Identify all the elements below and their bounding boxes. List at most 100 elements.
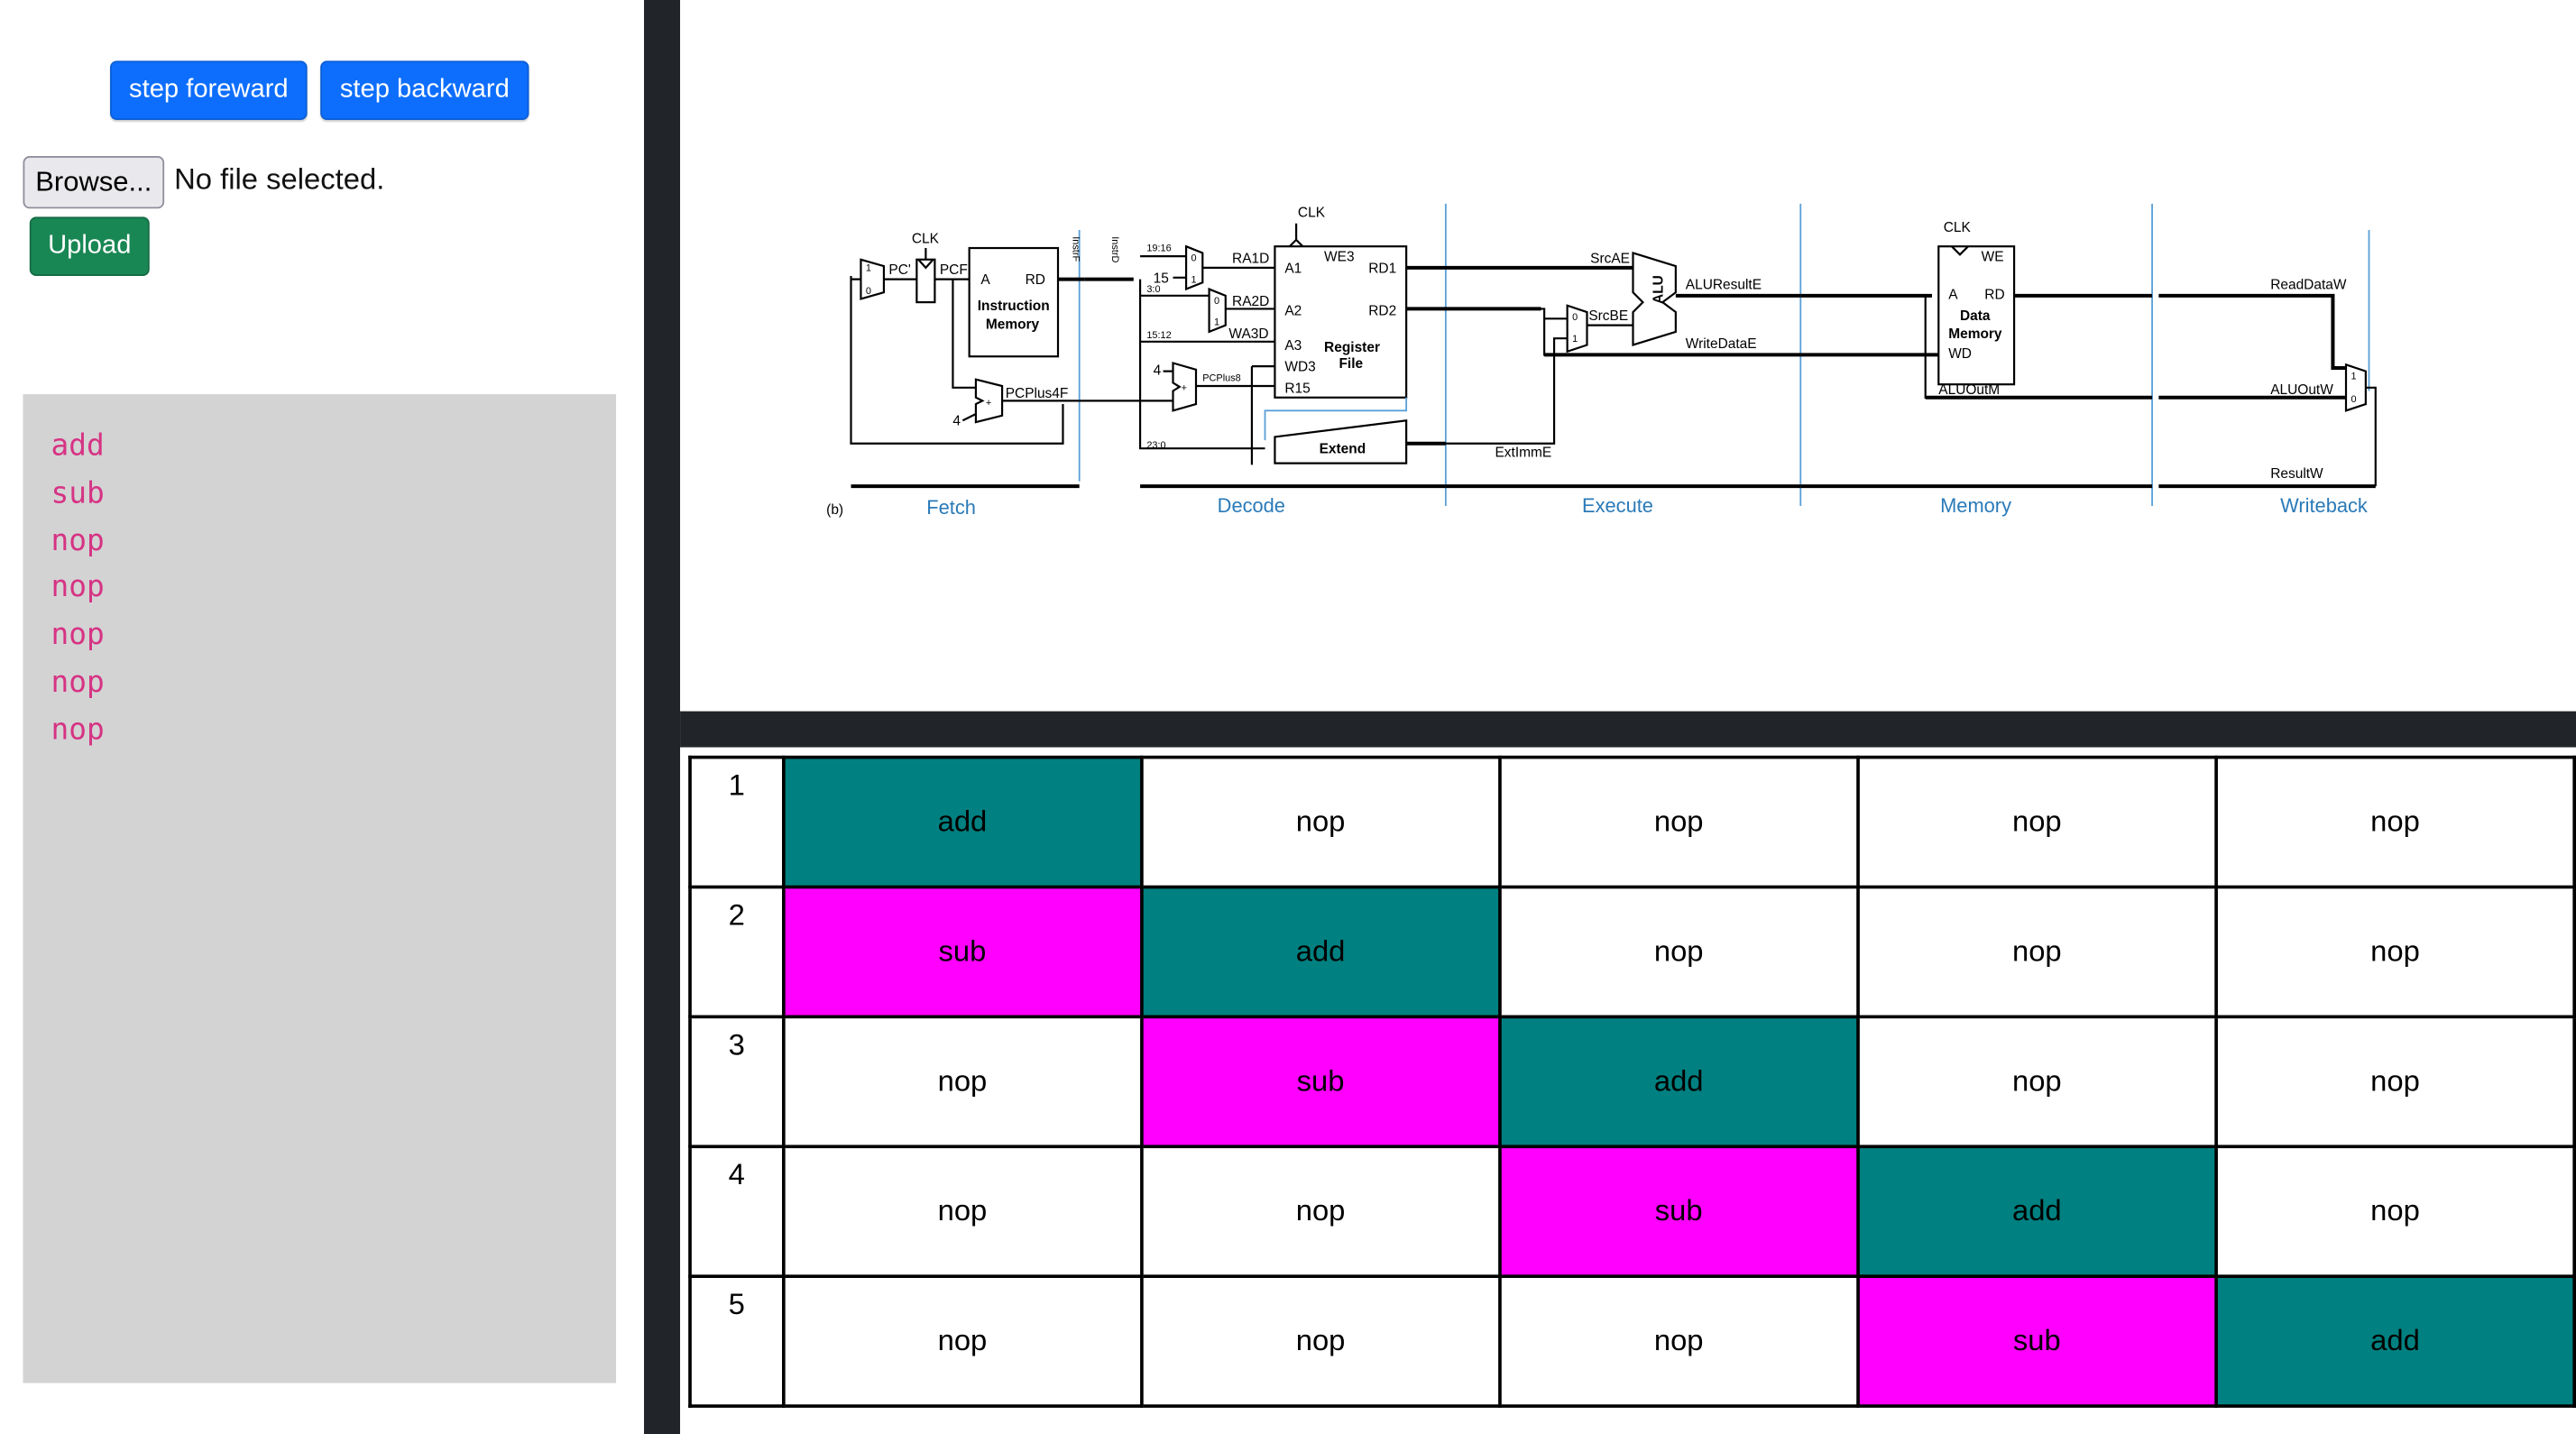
diagram-text: ALUOutW: [2270, 382, 2333, 398]
pipeline-cell: nop: [781, 1144, 1144, 1278]
upload-button[interactable]: Upload: [29, 216, 150, 276]
diagram-text: SrcAE: [1590, 251, 1630, 266]
diagram-text: RD: [1984, 287, 2004, 302]
diagram-text: CLK: [1298, 205, 1326, 220]
pipeline-cell: sub: [781, 885, 1144, 1019]
instruction-item: nop: [51, 570, 105, 605]
diagram-text: PCF: [940, 262, 968, 278]
pipeline-cell: nop: [1139, 755, 1502, 889]
diagram-text: Data: [1960, 308, 1991, 324]
pipeline-cell: nop: [1855, 755, 2218, 889]
instruction-item: nop: [51, 618, 105, 653]
stage-label-writeback: Writeback: [2280, 494, 2368, 517]
diagram-text: 1: [1191, 274, 1197, 285]
diagram-text: 0: [1214, 296, 1219, 307]
diagram-text: RA2D: [1232, 294, 1269, 309]
diagram-text: 1: [1572, 334, 1578, 345]
pipeline-cell: nop: [1497, 885, 1860, 1019]
diagram-text: RD1: [1368, 261, 1396, 276]
pipeline-cell: add: [781, 755, 1144, 889]
pipeline-cell: nop: [1855, 885, 2218, 1019]
diagram-text: A1: [1284, 261, 1302, 276]
vertical-divider[interactable]: [644, 0, 681, 1434]
horizontal-divider[interactable]: [680, 711, 2576, 748]
diagram-text: ResultW: [2270, 466, 2323, 482]
cycle-number: 2: [688, 885, 786, 1019]
pipeline-cell: nop: [1139, 1144, 1502, 1278]
cycle-number: 3: [688, 1015, 786, 1149]
diagram-text: InstrF: [1070, 236, 1081, 262]
diagram-text: Memory: [986, 317, 1040, 332]
diagram-text: 19:16: [1146, 244, 1171, 254]
diagram-text: A: [980, 272, 990, 288]
svg-text:+: +: [986, 398, 991, 409]
instruction-item: nop: [51, 665, 105, 700]
control-panel: step foreward step backward Browse... No…: [0, 0, 644, 1434]
diagram-text: 1: [1214, 317, 1219, 328]
cycle-number: 1: [688, 755, 786, 889]
diagram-text: WA3D: [1228, 326, 1268, 342]
pipeline-cell: nop: [2214, 1015, 2576, 1149]
diagram-text: PC': [888, 262, 910, 278]
svg-text:+: +: [1182, 382, 1187, 393]
diagram-text: (b): [826, 502, 843, 518]
diagram-text: WD: [1948, 346, 1972, 362]
diagram-text: A: [1948, 287, 1958, 302]
diagram-text: 15:12: [1146, 330, 1171, 341]
instruction-item: sub: [51, 475, 105, 511]
diagram-text: PCPlus4F: [1006, 386, 1069, 401]
diagram-text: 1: [2351, 372, 2356, 382]
diagram-text: SrcBE: [1588, 308, 1628, 324]
diagram-text: 1: [866, 263, 871, 274]
pipeline-cell: sub: [1855, 1274, 2218, 1408]
diagram-text: A3: [1284, 338, 1302, 354]
instruction-item: nop: [51, 523, 105, 558]
pipeline-cell: nop: [2214, 1144, 2576, 1278]
pipeline-cell: nop: [781, 1015, 1144, 1149]
diagram-text: 4: [952, 414, 961, 429]
diagram-text: 4: [1154, 363, 1162, 378]
pipeline-cell: add: [1497, 1015, 1860, 1149]
diagram-text: InstrD: [1109, 236, 1120, 262]
diagram-text: ExtImmE: [1495, 445, 1552, 460]
diagram-text: 23:0: [1146, 440, 1165, 451]
pipeline-cell: nop: [2214, 755, 2576, 889]
pipeline-cell: nop: [1497, 1274, 1860, 1408]
step-backward-button[interactable]: step backward: [320, 60, 529, 120]
diagram-text: RA1D: [1232, 251, 1269, 266]
cycle-number: 4: [688, 1144, 786, 1278]
instruction-item: nop: [51, 712, 105, 748]
file-status-text: No file selected.: [174, 162, 385, 196]
diagram-text: ALU: [1651, 275, 1666, 304]
diagram-text: ReadDataW: [2270, 278, 2347, 293]
browse-file-button[interactable]: Browse...: [23, 156, 165, 209]
stage-label-execute: Execute: [1582, 494, 1653, 517]
diagram-text: 0: [1572, 312, 1578, 323]
diagram-text: ALUOutM: [1938, 382, 2000, 398]
diagram-text: 0: [2351, 394, 2356, 405]
pipeline-cell: nop: [2214, 885, 2576, 1019]
stage-label-fetch: Fetch: [926, 496, 976, 519]
pipeline-cell: sub: [1139, 1015, 1502, 1149]
diagram-text: WriteDataE: [1686, 336, 1757, 352]
pipeline-cell: sub: [1497, 1144, 1860, 1278]
pipeline-cell: add: [1139, 885, 1502, 1019]
stage-label-decode: Decode: [1218, 494, 1285, 517]
cycle-number: 5: [688, 1274, 786, 1408]
step-forward-button[interactable]: step foreward: [110, 60, 308, 120]
diagram-text: CLK: [1944, 220, 1972, 235]
pipeline-cell: add: [1855, 1144, 2218, 1278]
diagram-text: PCPlus8: [1202, 373, 1240, 384]
diagram-text: 3:0: [1146, 284, 1160, 295]
diagram-text: Register: [1324, 340, 1380, 355]
diagram-text: RD2: [1368, 304, 1396, 319]
diagram-text: A2: [1284, 304, 1302, 319]
diagram-text: Instruction: [978, 299, 1050, 314]
diagram-text: WD3: [1284, 360, 1315, 375]
stage-label-memory: Memory: [1940, 494, 2011, 517]
diagram-text: 0: [1191, 253, 1197, 264]
